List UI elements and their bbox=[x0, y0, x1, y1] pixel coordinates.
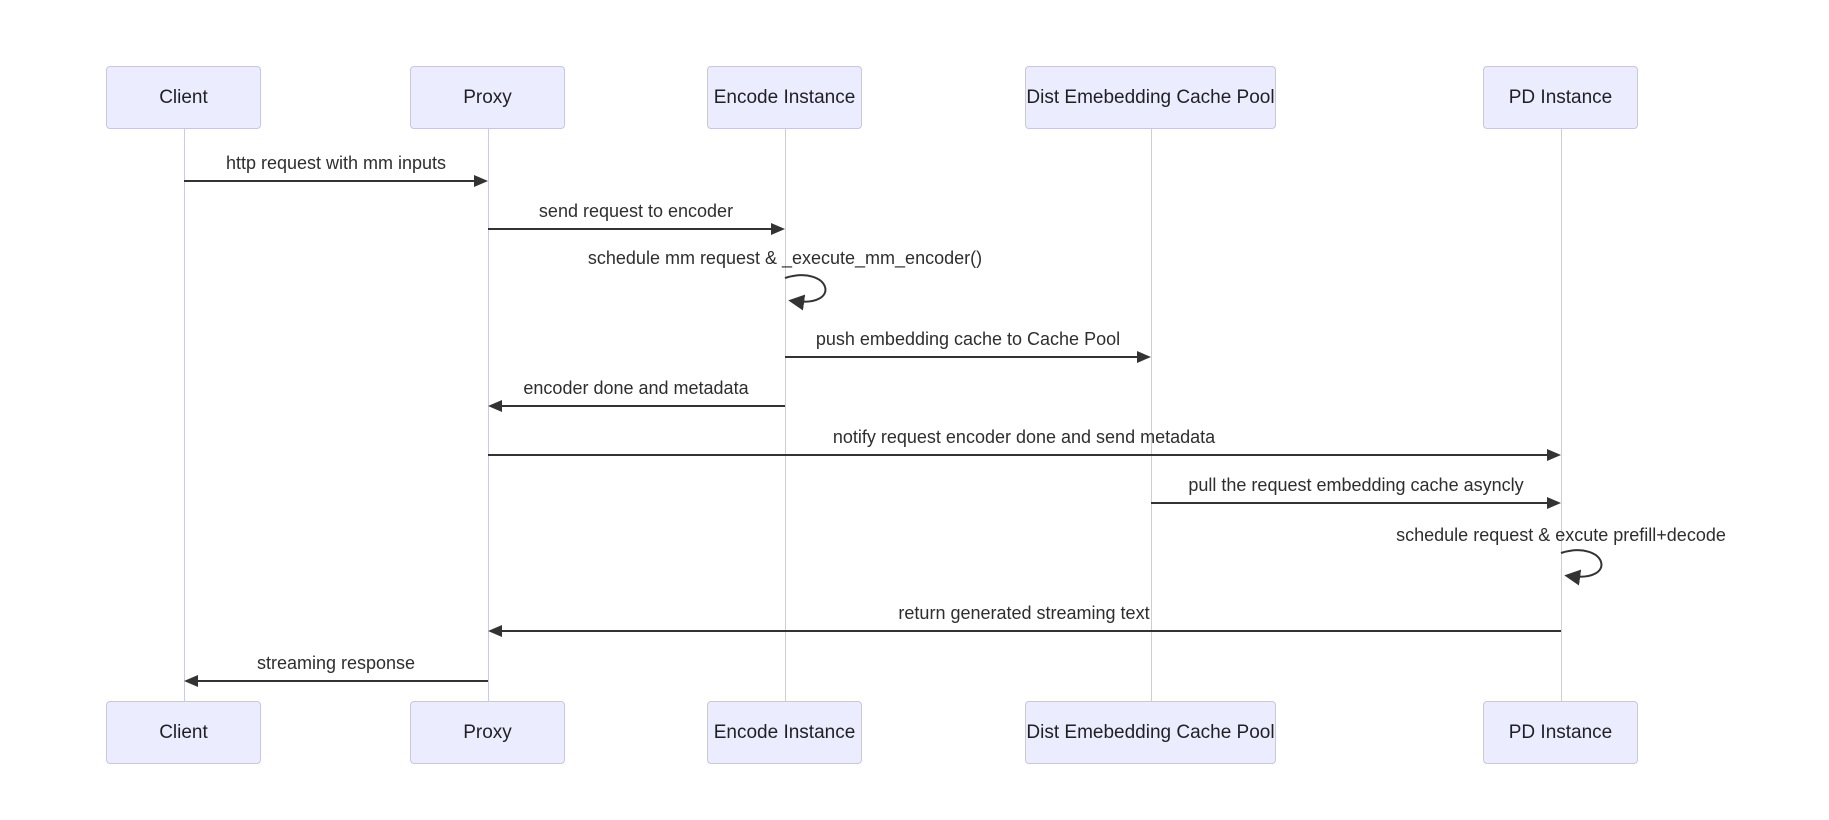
actor-top-encode-instance: Encode Instance bbox=[707, 66, 862, 129]
message-line bbox=[194, 680, 488, 682]
message-label: http request with mm inputs bbox=[225, 153, 447, 173]
actor-bottom-dist-embedding-cache-pool: Dist Emebedding Cache Pool bbox=[1025, 701, 1276, 764]
lifeline-dist-embedding-cache-pool bbox=[1150, 129, 1152, 702]
actor-top-dist-embedding-cache-pool: Dist Emebedding Cache Pool bbox=[1025, 66, 1276, 129]
message-line bbox=[488, 228, 775, 230]
message-label: push embedding cache to Cache Pool bbox=[815, 329, 1121, 349]
actor-top-client: Client bbox=[106, 66, 261, 129]
actor-bottom-proxy: Proxy bbox=[410, 701, 565, 764]
message-line bbox=[488, 454, 1551, 456]
message-label: schedule mm request & _execute_mm_encode… bbox=[587, 248, 983, 268]
actor-bottom-pd-instance: PD Instance bbox=[1483, 701, 1638, 764]
actor-bottom-encode-instance: Encode Instance bbox=[707, 701, 862, 764]
message-line bbox=[498, 630, 1561, 632]
arrowhead-right-icon bbox=[1137, 351, 1151, 363]
message-line bbox=[498, 405, 785, 407]
arrowhead-right-icon bbox=[771, 223, 785, 235]
message-line bbox=[184, 180, 478, 182]
self-loop-arrow-icon bbox=[1560, 549, 1603, 586]
lifeline-pd-instance bbox=[1560, 129, 1562, 702]
message-label: pull the request embedding cache asyncly bbox=[1188, 475, 1524, 495]
message-label: encoder done and metadata bbox=[523, 378, 749, 398]
lifeline-client bbox=[183, 129, 185, 702]
self-loop-arrow-icon bbox=[784, 274, 827, 311]
message-label: notify request encoder done and send met… bbox=[832, 427, 1216, 447]
actor-top-pd-instance: PD Instance bbox=[1483, 66, 1638, 129]
arrowhead-left-icon bbox=[184, 675, 198, 687]
actor-bottom-client: Client bbox=[106, 701, 261, 764]
message-label: schedule request & excute prefill+decode bbox=[1396, 525, 1726, 545]
message-line bbox=[1151, 502, 1551, 504]
arrowhead-right-icon bbox=[1547, 497, 1561, 509]
arrowhead-right-icon bbox=[474, 175, 488, 187]
lifeline-proxy bbox=[487, 129, 489, 702]
arrowhead-left-icon bbox=[488, 625, 502, 637]
message-label: return generated streaming text bbox=[898, 603, 1150, 623]
arrowhead-left-icon bbox=[488, 400, 502, 412]
message-label: send request to encoder bbox=[538, 201, 734, 221]
actor-top-proxy: Proxy bbox=[410, 66, 565, 129]
message-line bbox=[785, 356, 1141, 358]
arrowhead-right-icon bbox=[1547, 449, 1561, 461]
message-label: streaming response bbox=[256, 653, 416, 673]
lifeline-encode-instance bbox=[784, 129, 786, 702]
